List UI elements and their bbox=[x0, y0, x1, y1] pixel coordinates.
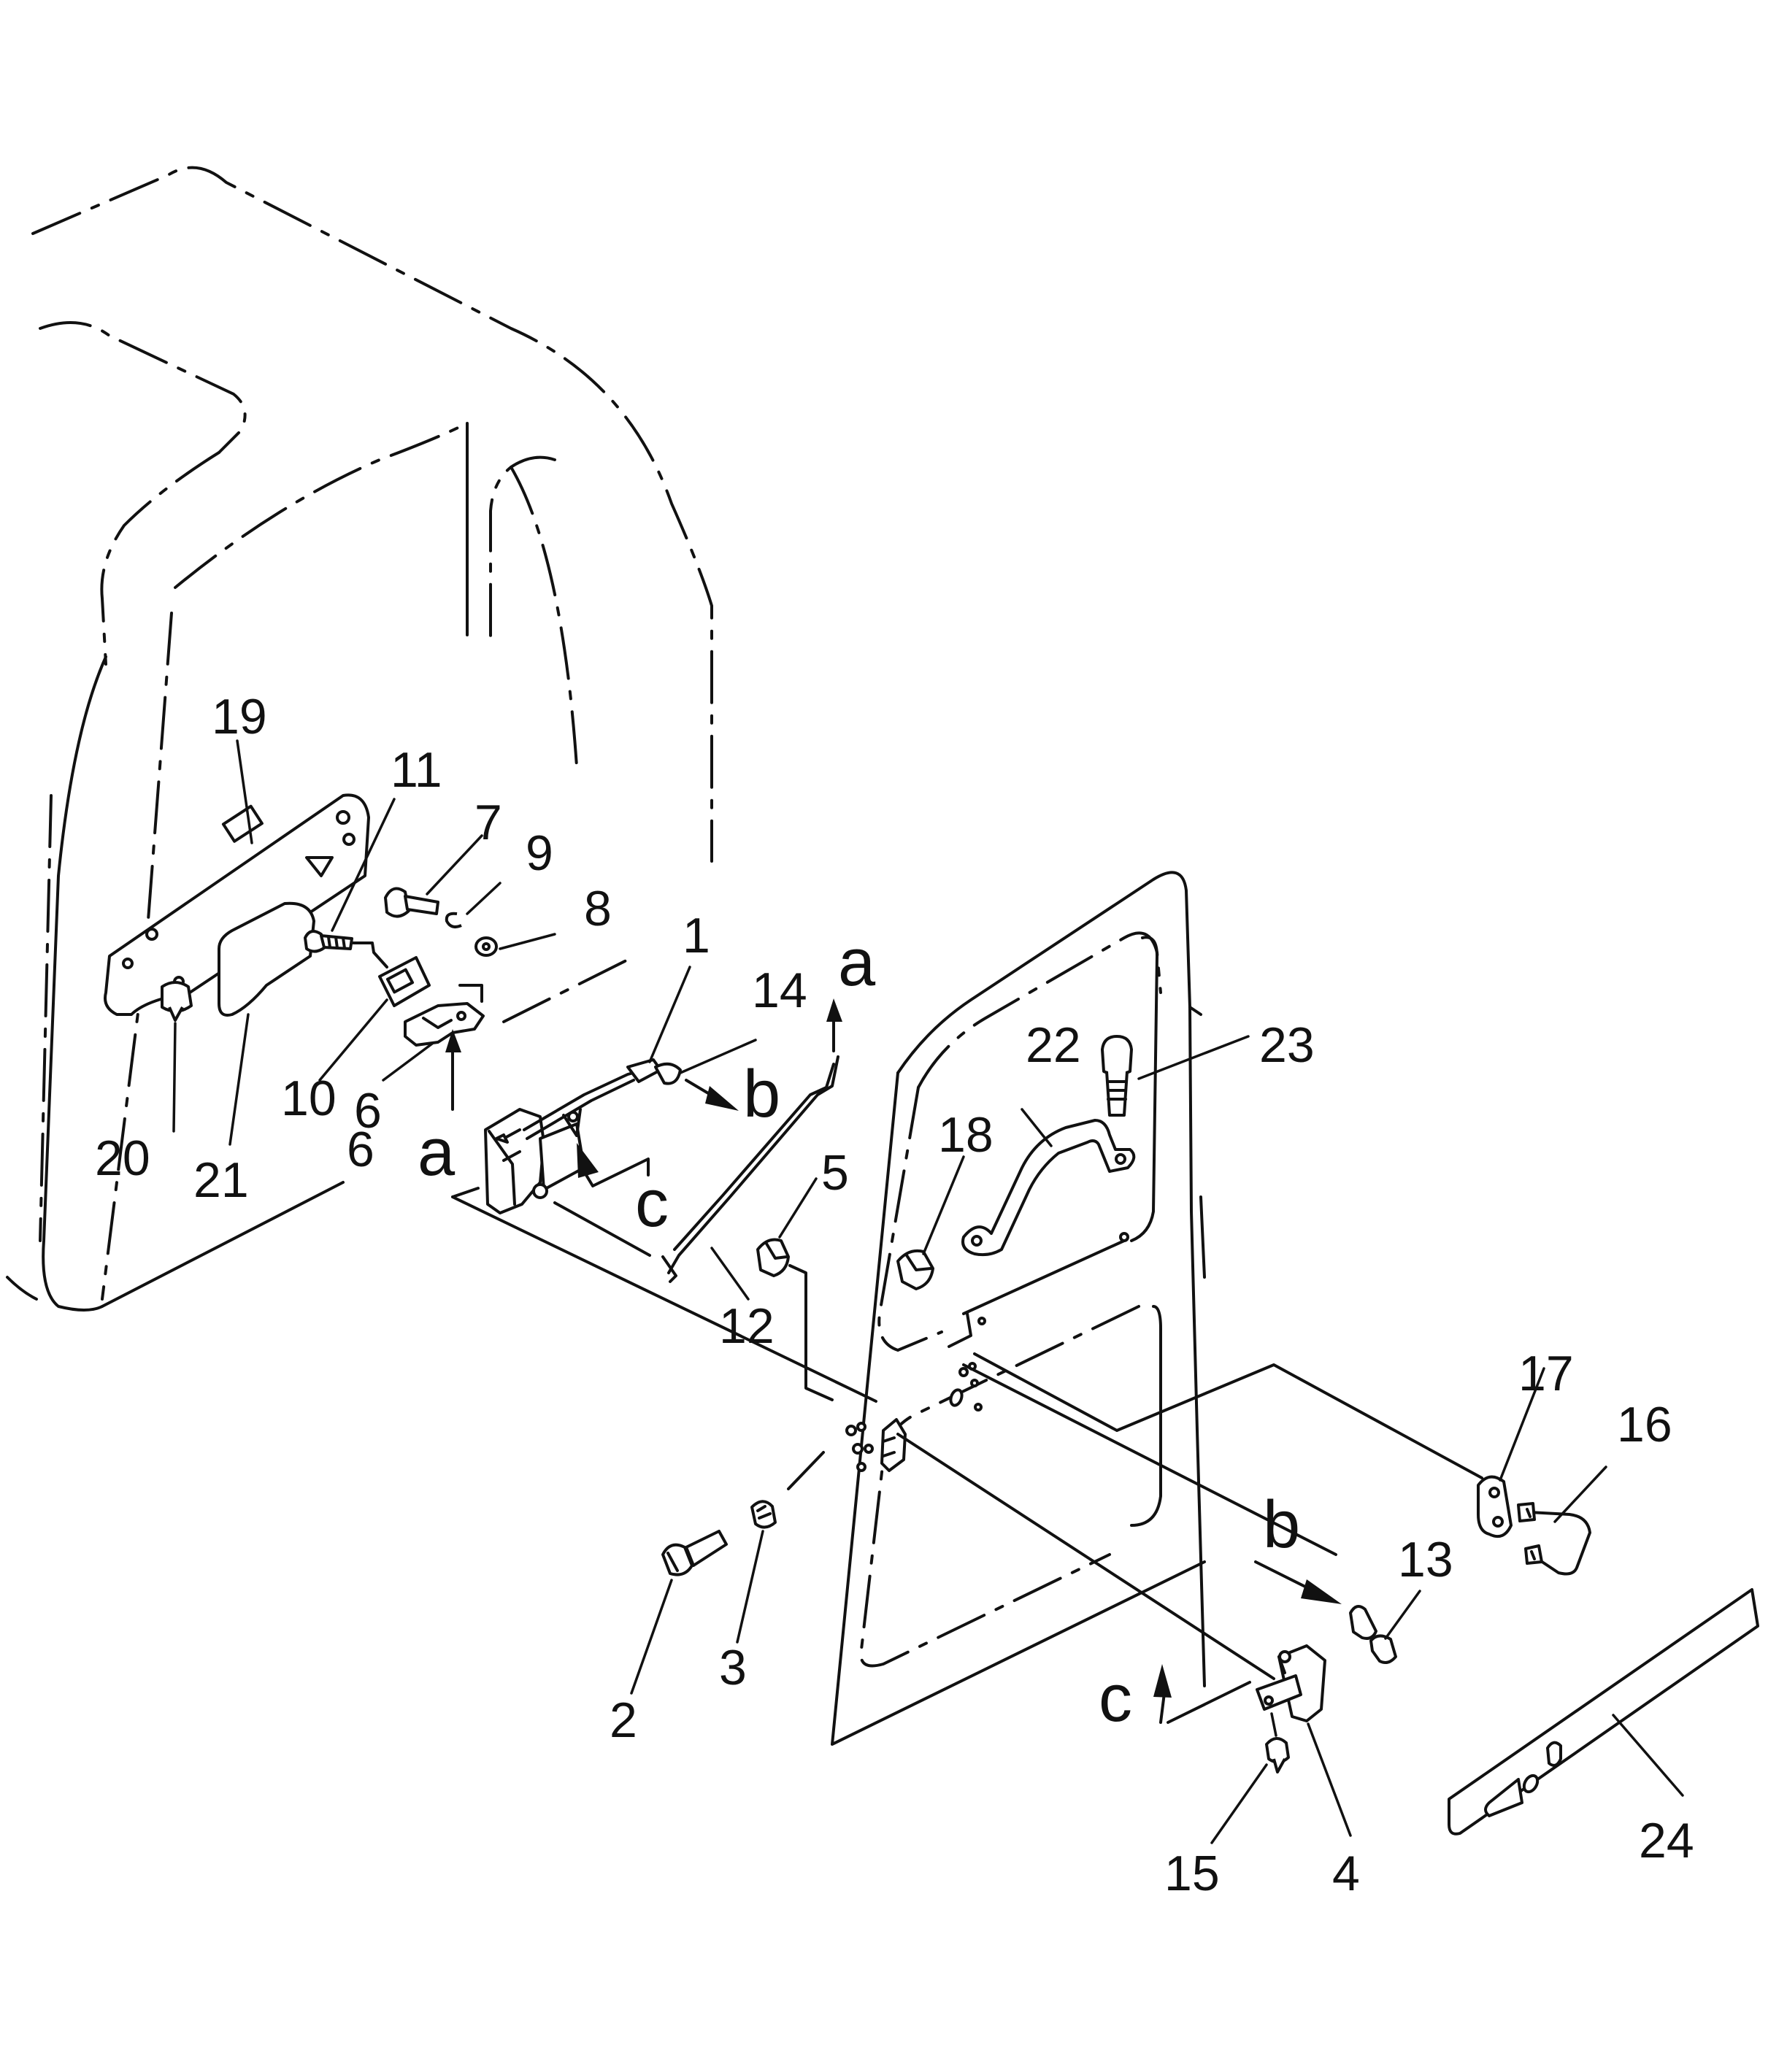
callout-22: 24 bbox=[1639, 1813, 1694, 1868]
callout-3: 3 bbox=[719, 1640, 747, 1695]
part-17-plate bbox=[1477, 1475, 1513, 1538]
connector-a-right: a bbox=[838, 925, 876, 1000]
callout-24: 23 bbox=[1259, 1017, 1315, 1073]
callout-15: 14 bbox=[752, 963, 807, 1018]
arrow-c-left bbox=[583, 1158, 650, 1187]
callout-17: 17 bbox=[1518, 1346, 1574, 1401]
part-13-grommet bbox=[1349, 1605, 1397, 1664]
callout-1: 1 bbox=[683, 908, 710, 963]
connector-c-right: c bbox=[1099, 1661, 1132, 1736]
part-24-bolt bbox=[1101, 1035, 1133, 1117]
callout-5: 5 bbox=[821, 1145, 849, 1201]
callout-labels: 19 11 7 9 8 1 14 22 23 18 5 20 21 10 6 6… bbox=[95, 689, 1694, 1901]
part-4-catch bbox=[1256, 1644, 1326, 1722]
part-7-bolt bbox=[384, 887, 439, 918]
callout-8: 8 bbox=[584, 881, 612, 936]
callout-10: 10 bbox=[281, 1071, 337, 1126]
part-11-screw bbox=[304, 930, 388, 968]
callout-18: 18 bbox=[938, 1107, 994, 1163]
part-2-bolt bbox=[661, 1530, 728, 1576]
connector-b-left: b bbox=[743, 1057, 780, 1131]
part-15-fitting bbox=[626, 1058, 682, 1085]
connector-labels: a a b b c c bbox=[418, 925, 1300, 1736]
door-panel bbox=[831, 871, 1206, 1746]
leader-lines bbox=[172, 739, 1684, 1844]
connector-b-right: b bbox=[1263, 1487, 1300, 1562]
callout-6-lower: 6 bbox=[347, 1122, 374, 1177]
part-5-nut bbox=[756, 1238, 834, 1401]
part-9-clip bbox=[445, 912, 462, 928]
part-3-washer bbox=[750, 1500, 777, 1529]
callout-13: 13 bbox=[1398, 1532, 1453, 1587]
callout-9: 9 bbox=[526, 825, 553, 881]
part-8-washer bbox=[474, 936, 498, 957]
arrow-c-right bbox=[1159, 1692, 1166, 1724]
part-14-bolt bbox=[1265, 1712, 1290, 1773]
callout-14: 15 bbox=[1164, 1846, 1220, 1901]
part-22-trim bbox=[1448, 1588, 1759, 1836]
part-19-inner-plate bbox=[104, 793, 370, 1016]
part-12-rod bbox=[661, 1055, 839, 1283]
callout-16: 16 bbox=[1617, 1397, 1672, 1452]
part-23-handle bbox=[961, 1119, 1136, 1257]
callout-4: 4 bbox=[1332, 1846, 1360, 1901]
part-21-pad bbox=[218, 901, 315, 1017]
callout-7: 7 bbox=[474, 795, 502, 850]
part-16-ubolt bbox=[1517, 1502, 1591, 1576]
connector-a-left: a bbox=[418, 1115, 456, 1190]
part-20-grommet bbox=[161, 981, 193, 1022]
part-6-striker bbox=[404, 984, 485, 1047]
callout-23: 22 bbox=[1026, 1017, 1081, 1073]
callout-2: 2 bbox=[610, 1692, 637, 1748]
callout-6-upper: 6 bbox=[354, 1083, 382, 1139]
part-10-switch bbox=[378, 956, 431, 1007]
callout-11: 11 bbox=[391, 742, 442, 798]
callout-12: 12 bbox=[719, 1298, 775, 1354]
part-1-lock-assembly bbox=[484, 1061, 650, 1214]
connector-c-left: c bbox=[635, 1166, 669, 1241]
callout-19: 19 bbox=[212, 689, 267, 744]
arrow-b-right bbox=[1254, 1560, 1315, 1592]
cab-outline bbox=[6, 166, 713, 1312]
callout-20: 20 bbox=[95, 1131, 150, 1186]
part-18-nut bbox=[896, 1249, 934, 1290]
callout-21: 21 bbox=[193, 1152, 249, 1208]
